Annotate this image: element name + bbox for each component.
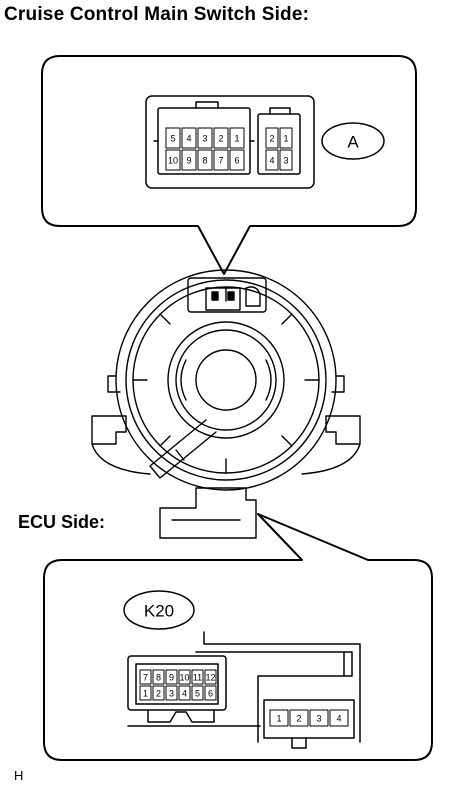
connector-a-pin-number: 8	[202, 156, 207, 166]
connector-a-pin-number: 5	[170, 134, 175, 144]
connector-k20-pin-number: 2	[156, 689, 161, 699]
connector-k20-pin-number: 1	[143, 689, 148, 699]
connector-k20-small-pin-number: 3	[316, 714, 321, 724]
connector-a-small-pin-cell	[279, 149, 293, 171]
connector-a-small-pin-number: 3	[283, 156, 288, 166]
connector-k20-pin-number: 7	[143, 673, 148, 683]
connector-k20-pin-cell	[204, 669, 217, 685]
connector-k20-pin-cell	[152, 685, 165, 701]
connector-a-label: A	[347, 133, 359, 152]
connector-k20-pin-cell	[191, 685, 204, 701]
connector-a-main-pins: 5 4 3 2 1 10 9 8 7 6	[165, 127, 245, 171]
page-title: Cruise Control Main Switch Side:	[4, 4, 310, 25]
connector-a-pin-cell	[197, 127, 213, 149]
connector-k20-small-pin-number: 4	[336, 714, 341, 724]
connector-a-pin-number: 2	[218, 134, 223, 144]
connector-k20-pin-cell	[165, 685, 178, 701]
connector-a-pin-number: 6	[234, 156, 239, 166]
connector-a-pin-number: 10	[168, 156, 178, 166]
connector-k20-pin-cell	[178, 669, 191, 685]
connector-k20-pin-cell	[152, 669, 165, 685]
connector-k20-pin-cell	[191, 669, 204, 685]
connector-k20-pin-number: 8	[156, 673, 161, 683]
connector-a-pin-number: 9	[186, 156, 191, 166]
connector-k20-pin-number: 10	[179, 673, 189, 683]
connector-a-label-oval	[321, 122, 385, 160]
connector-k20-label-oval	[123, 590, 195, 630]
connector-a-pin-cell	[165, 149, 181, 171]
connector-a-pin-number: 3	[202, 134, 207, 144]
connector-k20-pin-cell	[165, 669, 178, 685]
connector-a-small-pin-number: 4	[269, 156, 274, 166]
connector-k20-pin-number: 4	[182, 689, 187, 699]
connector-k20-pin-number: 12	[205, 673, 215, 683]
connector-a-pin-number: 7	[218, 156, 223, 166]
connector-a-small-pin-cell	[265, 149, 279, 171]
connector-a-pin-cell	[229, 149, 245, 171]
connector-a-small-pin-cell	[279, 127, 293, 149]
connector-k20-small-pin-cell	[289, 709, 309, 727]
connector-k20-pin-number: 11	[193, 673, 202, 683]
connector-k20-housing	[127, 655, 227, 711]
connector-a-small-pin-cell	[265, 127, 279, 149]
connector-k20-pin-number: 9	[169, 673, 174, 683]
connector-k20-small-pin-cell	[269, 709, 289, 727]
connector-a-small-pin-number: 1	[283, 134, 288, 144]
connector-k20-pin-number: 5	[195, 689, 200, 699]
connector-a-pin-cell	[197, 149, 213, 171]
connector-a-pin-cell	[165, 127, 181, 149]
connector-k20-small-pin-cell	[329, 709, 349, 727]
figure-code: H	[14, 768, 24, 783]
connector-a-pin-number: 4	[186, 134, 191, 144]
callout-bubble-k20	[43, 513, 433, 761]
connector-a-pin-number: 1	[234, 134, 239, 144]
connector-a-pin-cell	[229, 127, 245, 149]
connector-a-small-pin-number: 2	[269, 134, 274, 144]
connector-k20-pin-number: 6	[208, 689, 213, 699]
callout-bubble-a	[41, 55, 417, 275]
connector-k20-small-pins: 1 2 3 4	[269, 709, 349, 727]
connector-k20-pin-cell	[178, 685, 191, 701]
connector-k20-small-pin-number: 2	[296, 714, 301, 724]
connector-k20-small-pin-cell	[309, 709, 329, 727]
connector-k20-label: K20	[144, 602, 174, 621]
connector-k20-small-pin-number: 1	[276, 714, 281, 724]
ecu-side-heading: ECU Side:	[18, 512, 106, 532]
connector-k20-pin-cell	[139, 669, 152, 685]
connector-a-housing	[145, 95, 315, 189]
spiral-cable-body	[91, 269, 361, 539]
connector-k20-pin-number: 3	[169, 689, 174, 699]
connector-a-pin-cell	[181, 149, 197, 171]
connector-k20-pin-cell	[139, 685, 152, 701]
connector-a-pin-cell	[181, 127, 197, 149]
connector-a-pin-cell	[213, 149, 229, 171]
connector-a-pin-cell	[213, 127, 229, 149]
connector-k20-pin-cell	[204, 685, 217, 701]
